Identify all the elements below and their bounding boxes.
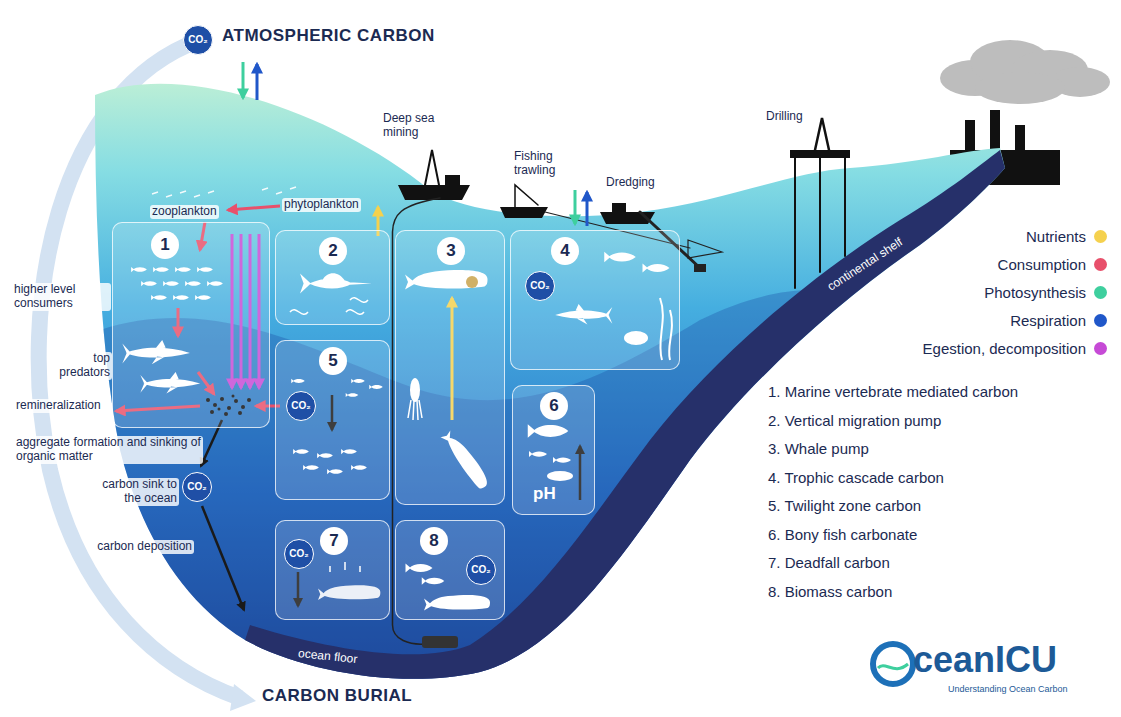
key-item: 3. Whale pump: [768, 440, 869, 457]
ph-label: pH: [533, 484, 556, 504]
co2-icon: CO₂: [284, 539, 314, 569]
callout-number: 4: [551, 237, 579, 265]
numbered-panel: 1: [112, 222, 270, 428]
plankton: [152, 187, 296, 197]
legend-label: Egestion, decomposition: [923, 340, 1086, 357]
numbered-panel: 5CO₂: [275, 340, 390, 500]
key-item: 8. Biomass carbon: [768, 583, 892, 600]
co2-icon: CO₂: [183, 25, 213, 55]
legend-item: Nutrients: [1026, 228, 1107, 245]
ocean: [95, 84, 1005, 679]
activity-label: Dredging: [606, 176, 655, 190]
activity-label: Fishing trawling: [514, 150, 572, 178]
activity-label: Drilling: [766, 110, 803, 124]
legend-label: Photosynthesis: [984, 284, 1086, 301]
organism-label: phytoplankton: [282, 198, 361, 212]
process-label: carbon sink to the ocean: [95, 478, 179, 506]
region-heading: ATMOSPHERIC CARBON: [222, 26, 435, 46]
legend-item: Consumption: [998, 256, 1107, 273]
logo-tagline: Understanding Ocean Carbon: [948, 684, 1068, 694]
numbered-panel: 3: [395, 230, 505, 505]
callout-number: 1: [151, 231, 179, 259]
process-label: carbon deposition: [95, 540, 194, 554]
numbered-panel: 2: [275, 230, 390, 325]
organism-label: higher level consumers: [12, 283, 111, 311]
organism-label: zooplankton: [150, 205, 219, 219]
legend-swatch: [1094, 342, 1107, 355]
key-item: 6. Bony fish carbonate: [768, 526, 917, 543]
logo-mark: [873, 644, 913, 684]
key-item: 2. Vertical migration pump: [768, 412, 941, 429]
numbered-panel: 8CO₂: [395, 520, 505, 620]
activity-label: Deep sea mining: [383, 112, 445, 140]
legend-label: Respiration: [1010, 312, 1086, 329]
legend-swatch: [1094, 258, 1107, 271]
legend-item: Respiration: [1010, 312, 1107, 329]
co2-icon: CO₂: [466, 555, 496, 585]
legend-label: Consumption: [998, 256, 1086, 273]
process-label: aggregate formation and sinking of organ…: [14, 436, 203, 464]
callout-number: 5: [319, 347, 347, 375]
co2-icon: CO₂: [286, 391, 316, 421]
logo-text: ceanICU: [913, 640, 1057, 680]
callout-number: 2: [319, 237, 347, 265]
callout-number: 7: [320, 527, 348, 555]
callout-number: 8: [420, 527, 448, 555]
legend-item: Egestion, decomposition: [923, 340, 1107, 357]
key-item: 7. Deadfall carbon: [768, 554, 890, 571]
numbered-panel: 6 pH: [512, 385, 595, 515]
key-item: 1. Marine vertebrate mediated carbon: [768, 383, 1018, 400]
numbered-panel: 4CO₂: [510, 230, 680, 370]
shelf-and-floor-band: [245, 150, 1005, 679]
legend-item: Photosynthesis: [984, 284, 1107, 301]
callout-number: 3: [437, 237, 465, 265]
co2-icon: CO₂: [525, 271, 555, 301]
key-item: 5. Twilight zone carbon: [768, 497, 921, 514]
legend-label: Nutrients: [1026, 228, 1086, 245]
clouds: [940, 40, 1110, 104]
legend-swatch: [1094, 230, 1107, 243]
region-heading: CARBON BURIAL: [262, 686, 412, 706]
co2-icon: CO₂: [182, 472, 212, 502]
legend-swatch: [1094, 314, 1107, 327]
process-label: remineralization: [14, 399, 103, 413]
key-item: 4. Trophic cascade carbon: [768, 469, 944, 486]
numbered-panel: 7CO₂: [275, 520, 390, 620]
legend-swatch: [1094, 286, 1107, 299]
organism-label: top predators: [48, 352, 112, 380]
callout-number: 6: [540, 392, 568, 420]
